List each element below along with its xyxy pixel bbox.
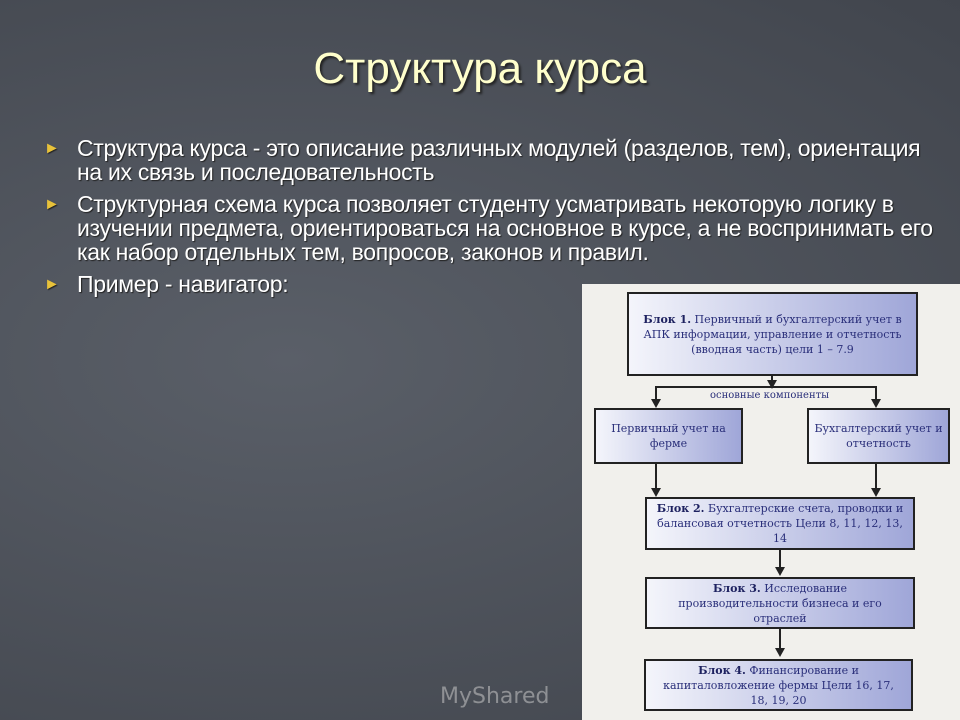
primary-accounting-box: Первичный учет на ферме [594, 408, 743, 464]
arrow-down-icon [871, 399, 881, 408]
block-3: Блок 3. Исследование производительности … [645, 577, 915, 629]
arrow-down-icon [767, 380, 777, 389]
bullet-item: ► Пример - навигатор: [44, 272, 944, 296]
block-1: Блок 1. Первичный и бухгалтерский учет в… [627, 292, 918, 376]
components-label: основные компоненты [710, 390, 830, 401]
block-3-heading: Блок 3. [713, 581, 761, 595]
block-3-text: Исследование производительности бизнеса … [678, 581, 882, 625]
block-1-heading: Блок 1. [643, 312, 692, 326]
arrow-down-icon [871, 488, 881, 497]
slide-title: Структура курса [313, 44, 647, 93]
block-2-text: Бухгалтерские счета, проводки и балансов… [657, 502, 904, 545]
watermark-logo: MyShared [440, 684, 550, 709]
block-4-heading: Блок 4. [698, 663, 746, 677]
bullet-text: Структура курса - это описание различных… [77, 135, 921, 185]
arrow-down-icon [651, 399, 661, 408]
bullet-text: Структурная схема курса позволяет студен… [77, 191, 933, 265]
arrow-down-icon [775, 648, 785, 657]
block-4: Блок 4. Финансирование и капиталовложени… [644, 659, 913, 711]
arrow-down-icon [651, 488, 661, 497]
bullet-item: ► Структурная схема курса позволяет студе… [44, 192, 944, 264]
block-2: Блок 2. Бухгалтерские счета, проводки и … [645, 497, 915, 550]
course-navigator-diagram: Блок 1. Первичный и бухгалтерский учет в… [582, 284, 960, 720]
bullet-item: ► Структура курса - это описание различны… [44, 136, 944, 184]
bullet-text: Пример - навигатор: [77, 271, 289, 297]
bullet-arrow-icon: ► [44, 196, 60, 213]
bullet-arrow-icon: ► [44, 276, 60, 293]
block-2-heading: Блок 2. [656, 502, 705, 515]
bullet-list: ► Структура курса - это описание различны… [44, 136, 944, 304]
arrow-down-icon [775, 567, 785, 576]
bullet-arrow-icon: ► [44, 140, 60, 157]
accounting-reporting-box: Бухгалтерский учет и отчетность [807, 408, 950, 464]
block-1-text: Первичный и бухгалтерский учет в АПК инф… [643, 312, 902, 356]
block-4-text: Финансирование и капиталовложение фермы … [663, 663, 894, 707]
